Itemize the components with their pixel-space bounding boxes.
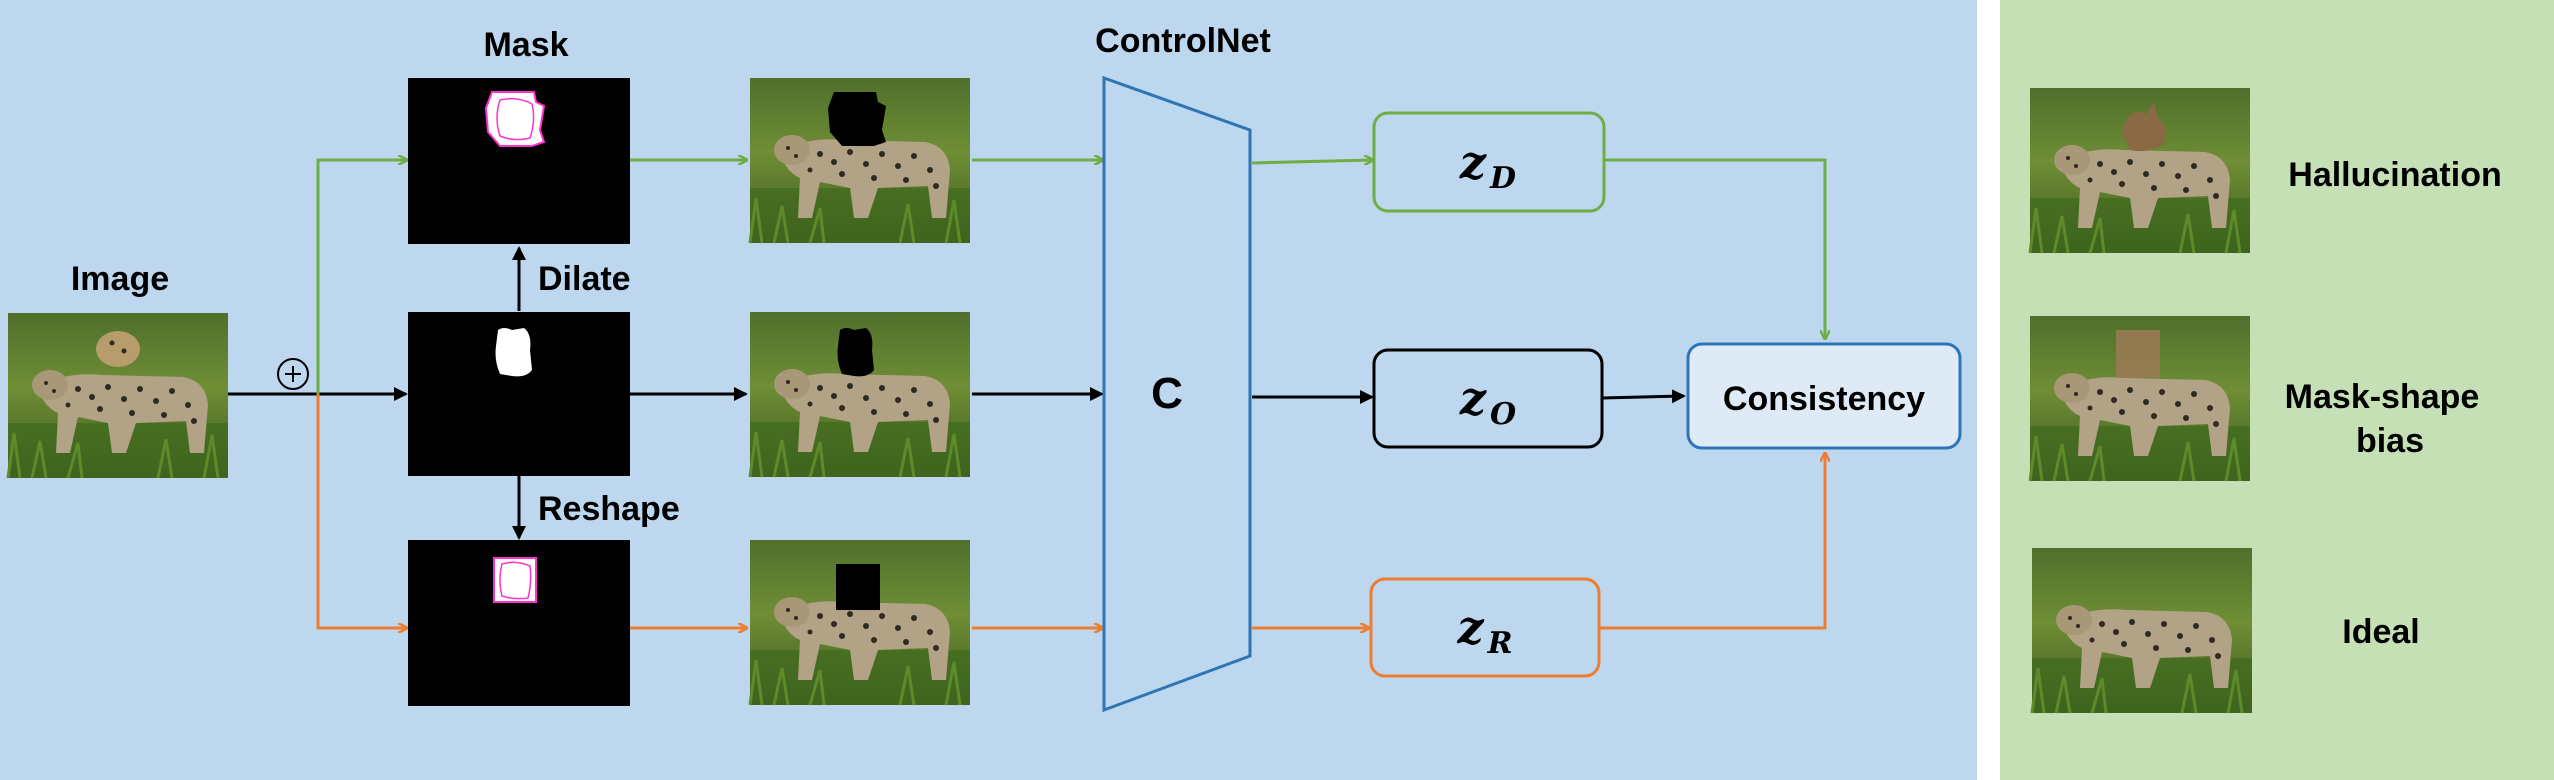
consistency-box xyxy=(1686,342,1962,450)
consistency-label: Consistency xyxy=(1723,380,1925,418)
arrow-image-to-mask-reshaped xyxy=(316,394,406,628)
arrow-zo-to-consistency xyxy=(1601,389,1686,404)
latent-zo-sub: O xyxy=(1490,397,1516,432)
latent-zr-sub: R xyxy=(1487,626,1513,661)
dilate-label: Dilate xyxy=(538,260,631,298)
mask-reshaped xyxy=(408,540,630,706)
arrow-zr-to-consistency xyxy=(1599,454,1825,630)
latent-zd-base: z xyxy=(1459,135,1487,189)
mask-original xyxy=(408,312,630,476)
latent-zd-sub: D xyxy=(1489,161,1516,196)
main-panel-background xyxy=(0,0,1977,780)
reshape-label: Reshape xyxy=(538,490,680,528)
svg-text:zR: zR xyxy=(1456,600,1512,661)
latent-zo-base: z xyxy=(1459,371,1487,425)
svg-text:zD: zD xyxy=(1459,135,1516,196)
outcome-image-hallucination xyxy=(2028,86,2252,255)
controlnet-label: ControlNet xyxy=(1095,22,1271,60)
outcome-label-ideal: Ideal xyxy=(2342,613,2419,651)
outcome-label-hallucination: Hallucination xyxy=(2288,156,2501,194)
arrow-zd-to-consistency xyxy=(1604,158,1825,338)
masked-image-reshaped xyxy=(748,538,972,707)
mask-label: Mask xyxy=(483,26,568,64)
image-label: Image xyxy=(71,260,169,298)
arrow-controlnet-to-zd xyxy=(1251,160,1372,163)
outcome-image-mask-shape-bias xyxy=(2028,314,2252,483)
arrow-image-to-mask-dilated xyxy=(316,160,406,394)
plus-junction-icon xyxy=(277,358,309,390)
input-image xyxy=(6,311,230,480)
svg-text:zO: zO xyxy=(1459,371,1516,432)
controlnet-c-label: C xyxy=(1151,369,1183,418)
outcome-image-ideal xyxy=(2030,546,2254,715)
masked-image-original xyxy=(748,310,972,479)
panel-divider xyxy=(1977,0,2000,780)
outcome-label-mask-shape: Mask-shape xyxy=(2285,378,2480,416)
controlnet-block xyxy=(1102,75,1252,713)
latent-zr-base: z xyxy=(1456,600,1484,654)
masked-image-dilated xyxy=(748,76,972,245)
mask-dilated xyxy=(408,78,630,244)
outcome-label-bias: bias xyxy=(2356,422,2424,460)
